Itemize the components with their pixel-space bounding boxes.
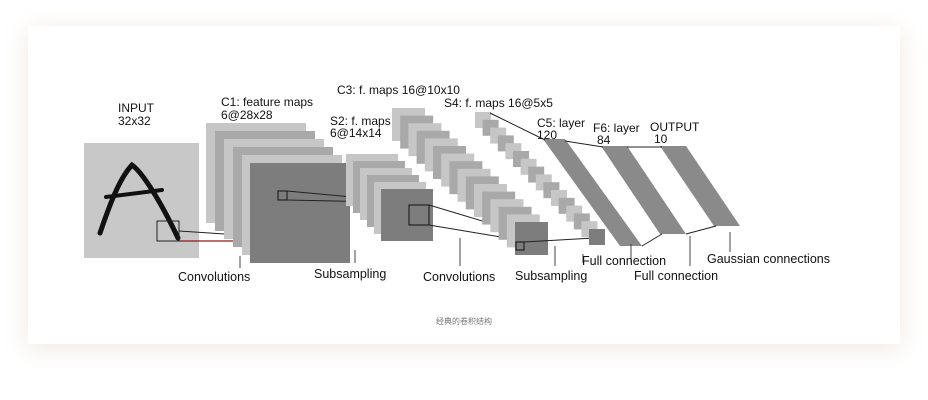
output-size: 10	[654, 132, 668, 146]
f6-size: 84	[597, 133, 611, 147]
input-glyph-stroke	[97, 161, 181, 241]
f6-title: F6: layer	[593, 121, 640, 135]
input-title: INPUT	[118, 101, 155, 115]
output-title: OUTPUT	[650, 120, 700, 134]
op-full-connection-1: Full connection	[582, 254, 666, 268]
op-full-connection-2: Full connection	[634, 269, 718, 283]
s2-title: S2: f. maps	[330, 114, 391, 128]
output-layer-band	[660, 146, 740, 226]
input-size: 32x32	[118, 114, 151, 128]
s4-map	[589, 229, 605, 245]
s2-feature-maps	[346, 154, 433, 241]
input-glyph-bar	[104, 188, 164, 199]
c3-title: C3: f. maps 16@10x10	[337, 83, 460, 97]
c5-layer-band	[543, 139, 642, 246]
c1-title: C1: feature maps	[221, 95, 313, 109]
s4-title: S4: f. maps 16@5x5	[444, 96, 553, 110]
c5-size: 120	[537, 128, 557, 142]
c5-title: C5: layer	[537, 116, 585, 130]
op-subsampling-2: Subsampling	[515, 269, 587, 283]
s2-size: 6@14x14	[330, 126, 382, 140]
s4-feature-maps	[475, 112, 605, 245]
op-convolutions-1: Convolutions	[178, 270, 250, 284]
op-convolutions-2: Convolutions	[423, 270, 495, 284]
c1-feature-maps	[206, 123, 350, 263]
c1-size: 6@28x28	[221, 108, 273, 122]
op-subsampling-1: Subsampling	[314, 267, 386, 281]
f6-layer-band	[601, 146, 686, 234]
figure-caption: 经典的卷积结构	[436, 317, 492, 326]
op-gaussian-connections: Gaussian connections	[707, 252, 830, 266]
